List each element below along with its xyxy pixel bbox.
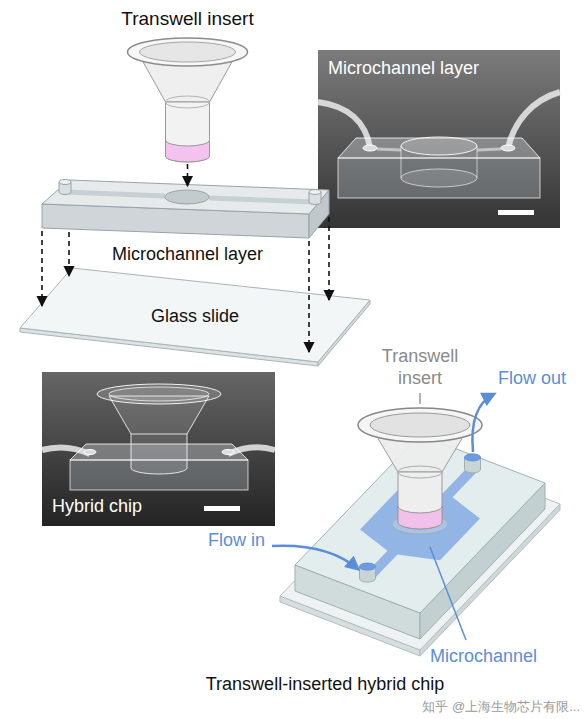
flow-arrow [272, 546, 358, 569]
insert-cylinder [131, 434, 187, 474]
glass-slide-part: Glass slide [18, 266, 372, 368]
flow-arrow [472, 394, 494, 452]
insert-cylinder-top [398, 466, 442, 478]
insert-cylinder [398, 472, 442, 529]
leader-line [419, 393, 421, 404]
insert-membrane [166, 140, 210, 162]
port-top [59, 180, 71, 185]
port-top [309, 190, 321, 195]
insert-hole [165, 190, 209, 204]
photo-label: Hybrid chip [52, 496, 142, 518]
callout-label: Microchannel [430, 646, 537, 668]
insert-opening [109, 387, 209, 401]
flow-label: Flow out [498, 368, 566, 390]
insert-rim [358, 408, 482, 442]
transwell-insert-part: Transwell insert [105, 6, 270, 164]
part-label: Transwell insert [121, 8, 253, 31]
acrylic-block [338, 158, 540, 198]
channel [377, 149, 501, 150]
assembly-arrow [308, 241, 310, 352]
insert-cylinder-top [166, 96, 210, 108]
acrylic-block-top [338, 138, 540, 158]
microchannel-shape [360, 468, 480, 581]
photo-background [318, 50, 560, 228]
scale-bar [498, 210, 534, 215]
insert-cylinder [166, 102, 210, 162]
port [501, 145, 515, 151]
port [84, 450, 96, 455]
assembly-arrow [41, 231, 43, 306]
inlet-port-top [360, 563, 376, 570]
port [363, 145, 377, 151]
assembly-arrow [328, 217, 330, 300]
flow-label: Flow in [208, 530, 265, 552]
photo-panel: Microchannel layer [318, 50, 560, 228]
figure-caption: Transwell-inserted hybrid chip [206, 674, 444, 696]
layer-side-face [309, 190, 329, 238]
insert-membrane [398, 506, 442, 529]
insert-opening [140, 42, 236, 62]
part-outline [105, 6, 270, 164]
insert-rim [97, 384, 221, 404]
port [222, 450, 234, 455]
photo-label: Microchannel layer [328, 58, 479, 80]
well-opening [401, 137, 477, 155]
leader-line [430, 547, 466, 640]
insert-rim [128, 38, 248, 66]
part-label: Glass slide [151, 306, 239, 328]
part-label: Microchannel layer [112, 244, 263, 266]
insert-opening [370, 413, 470, 437]
layer-top-face [42, 180, 329, 214]
photo-panel: Hybrid chip [42, 372, 275, 526]
photo-background [42, 372, 275, 526]
scale-bar [204, 506, 240, 511]
outlet-port-top [465, 454, 481, 461]
assembly-arrow [187, 164, 189, 186]
watermark: 知乎 @上海生物芯片有限... [422, 699, 580, 715]
slide-top-face [20, 268, 370, 362]
callout-label: Transwell insert [365, 346, 475, 389]
well-bottom [401, 169, 477, 187]
assembly-arrow [68, 232, 70, 276]
